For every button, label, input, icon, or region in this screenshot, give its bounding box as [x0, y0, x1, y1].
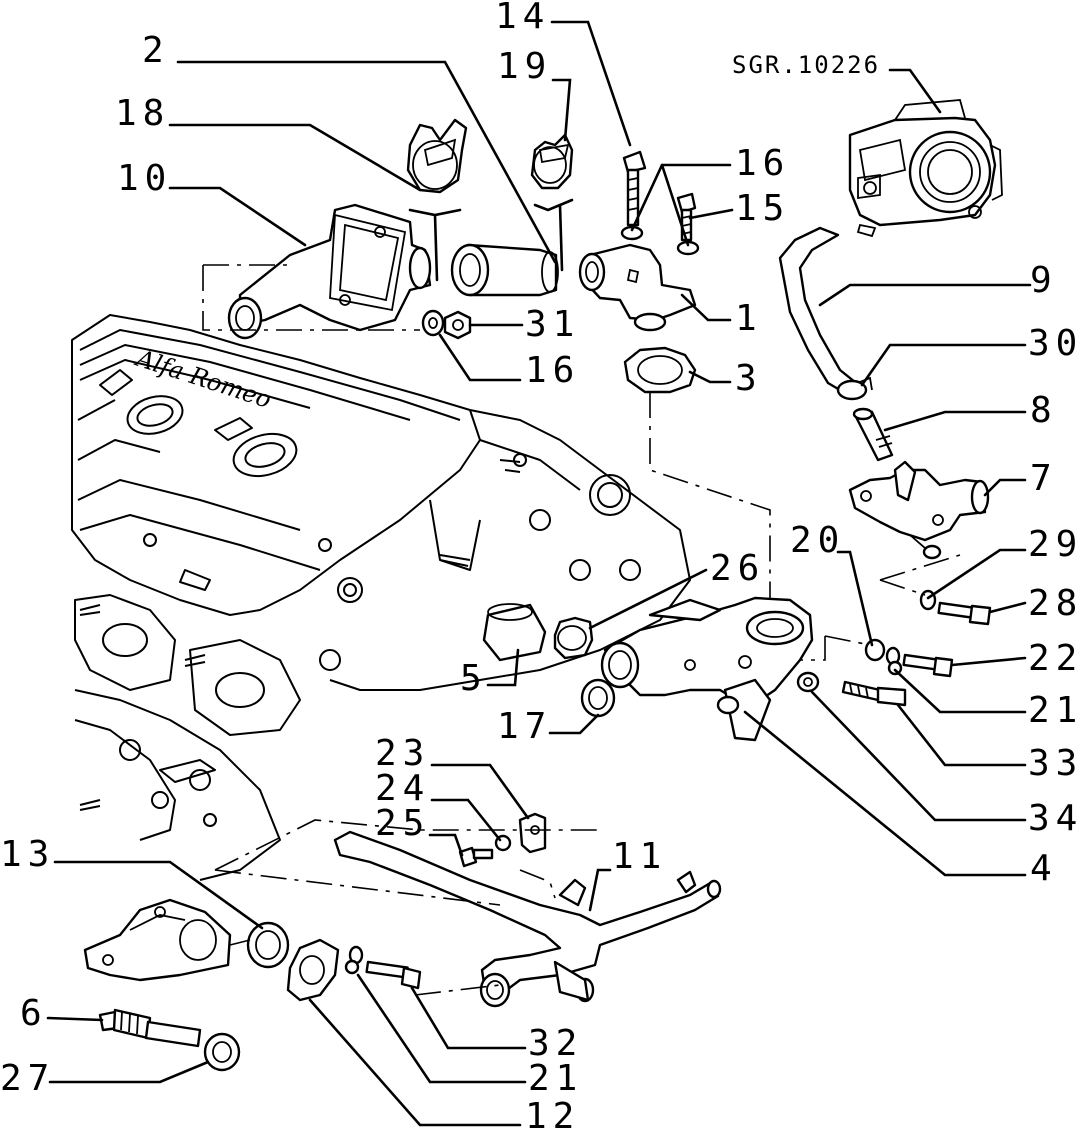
callout-9: 9 [1030, 260, 1058, 301]
part-31-nut [443, 310, 472, 340]
part-34-seal [796, 671, 820, 693]
callout-12: 12 [525, 1096, 580, 1133]
part-20-washer [864, 638, 886, 662]
part-3-gasket [623, 346, 697, 394]
part-30-clip [836, 376, 873, 401]
part-9-hose [778, 226, 857, 395]
callout-18: 18 [115, 93, 170, 134]
drawing-reference: SGR.10226 [732, 51, 880, 79]
callout-16-lower: 16 [525, 350, 580, 391]
callout-28: 28 [1028, 583, 1080, 624]
part-12-gasket [286, 938, 340, 1002]
callout-13: 13 [0, 834, 55, 875]
part-11-water-pipe [333, 830, 722, 1008]
part-19-hose-clamp [530, 133, 574, 190]
part-27-sealing-washer [203, 1032, 241, 1072]
part-5-hose [482, 603, 547, 662]
part-2-hose [450, 243, 559, 297]
callout-3: 3 [735, 358, 763, 399]
part-26-hose-clamp [553, 616, 594, 660]
part-6-temperature-sensor [98, 1008, 202, 1048]
callout-2: 2 [142, 30, 170, 71]
callout-6: 6 [20, 993, 48, 1034]
callout-29: 29 [1028, 524, 1080, 565]
engine-logo-lettering: Alfa Romeo [131, 343, 274, 413]
callout-8: 8 [1030, 390, 1058, 431]
callout-11: 11 [612, 836, 667, 877]
part-17-seal [580, 678, 616, 718]
part-33-sensor [841, 680, 907, 707]
part-32-bolt [365, 960, 422, 990]
part-8-pipe [852, 407, 894, 462]
callout-26: 26 [710, 548, 765, 589]
pump-housing-lower [83, 898, 232, 982]
leader-lines [46, 20, 1032, 1127]
callout-20: 20 [790, 520, 845, 561]
callout-4: 4 [1030, 848, 1058, 889]
alignment-lines [202, 264, 961, 996]
part-16-washer-lower [421, 309, 445, 337]
callout-19: 19 [497, 46, 552, 87]
callout-32: 32 [528, 1023, 583, 1064]
callout-1: 1 [735, 298, 763, 339]
callout-34: 34 [1028, 798, 1080, 839]
part-1-thermostat-cover [578, 243, 697, 332]
callout-27: 27 [0, 1058, 55, 1099]
part-14-bolt [622, 150, 647, 227]
part-21-spring-washer-upper [885, 646, 903, 676]
part-25-bolt [458, 846, 494, 868]
callout-31: 31 [525, 304, 580, 345]
part-15-bolt [676, 192, 697, 242]
callout-15: 15 [735, 188, 790, 229]
part-7-water-outlet [848, 460, 990, 560]
part-13-seal-ring [246, 921, 290, 969]
part-21-spring-washer-lower [344, 945, 364, 975]
callout-22: 22 [1028, 638, 1080, 679]
callout-23: 23 [375, 733, 430, 774]
callout-7: 7 [1030, 458, 1058, 499]
callout-33: 33 [1028, 743, 1080, 784]
callout-5: 5 [460, 658, 488, 699]
callout-17: 17 [497, 706, 552, 747]
part-4-water-pipe-housing [600, 596, 814, 742]
callout-10: 10 [117, 158, 172, 199]
part-28-bolt [937, 601, 992, 626]
callout-16-upper: 16 [735, 143, 790, 184]
callout-14: 14 [495, 0, 550, 37]
callout-25: 25 [375, 803, 430, 844]
callout-30: 30 [1028, 323, 1080, 364]
part-18-hose-clamp [406, 118, 468, 194]
part-23-bracket [518, 812, 547, 854]
callout-24: 24 [375, 768, 430, 809]
part-10-outlet-housing [227, 203, 432, 340]
callout-21-upper: 21 [1028, 690, 1080, 731]
callout-21-lower: 21 [528, 1058, 583, 1099]
throttle-body-assembly [848, 99, 1003, 238]
part-22-bolt [902, 653, 954, 678]
